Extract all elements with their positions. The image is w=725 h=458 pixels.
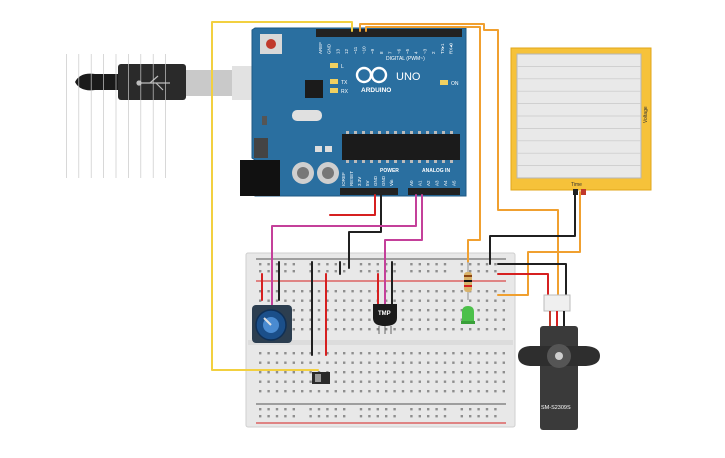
resistor[interactable]: [464, 262, 472, 300]
pin-label: A0: [409, 180, 414, 186]
on-label: ON: [451, 81, 459, 87]
oscilloscope-grid: [66, 54, 641, 178]
led-l: [330, 63, 338, 68]
reset-button-cap: [266, 39, 276, 49]
pin-label: Vin: [389, 179, 394, 186]
power-header: [340, 188, 398, 195]
pin-label: RESET: [349, 171, 354, 186]
pin-label: ~10: [362, 46, 367, 54]
usb-plug-metal: [186, 70, 234, 96]
led-tx-label: TX: [341, 80, 348, 86]
wire-magenta-tmp[interactable]: [384, 194, 423, 307]
atmega-chip: [342, 134, 460, 160]
wire-black-servo[interactable]: [497, 263, 567, 299]
oscilloscope-voltage-label: Voltage: [643, 106, 649, 123]
digital-header: [316, 29, 462, 37]
regulator: [254, 138, 268, 158]
wire-orange-resistor[interactable]: [497, 191, 581, 296]
led-on: [440, 80, 448, 85]
servo-connector: [543, 294, 571, 312]
pin-label: 4: [414, 51, 419, 54]
usb-cable[interactable]: [75, 64, 256, 100]
arduino-brand: ARDUINO: [361, 87, 391, 94]
pin-label: 8: [379, 51, 384, 54]
power-label: POWER: [380, 168, 399, 174]
led-rx: [330, 88, 338, 93]
pin-label: A4: [443, 180, 448, 186]
pin-label: GND: [327, 43, 332, 54]
breadboard-center-channel: [248, 340, 513, 345]
pin-label: ~5: [405, 48, 410, 54]
slide-switch-handle[interactable]: [315, 374, 321, 382]
led-l-label: L: [341, 64, 344, 70]
wire-red-servo[interactable]: [497, 273, 549, 299]
usb-symbol-icon: [136, 75, 170, 91]
pin-label: GND: [373, 175, 378, 186]
pin-label: ~6: [396, 48, 401, 54]
pin-label: ~3: [422, 48, 427, 54]
tmp-sensor-label: TMP: [378, 311, 391, 317]
crystal: [292, 110, 322, 121]
pin-label: GND: [381, 175, 386, 186]
servo-model-label: SM-S2309S: [541, 405, 571, 411]
slide-switch[interactable]: [312, 372, 330, 384]
wire-magenta-pot[interactable]: [271, 194, 417, 313]
temperature-sensor[interactable]: TMP: [373, 304, 397, 334]
servo-motor[interactable]: SM-S2309S: [518, 294, 600, 430]
pin-label: A2: [426, 180, 431, 186]
wire-red-5v[interactable]: [329, 194, 376, 216]
pin-label: A3: [435, 180, 440, 186]
wire-yellow[interactable]: [211, 21, 353, 371]
wire-orange-servo[interactable]: [365, 26, 481, 263]
pin-label: 13: [335, 48, 340, 54]
pin-label: ~9: [370, 48, 375, 54]
digital-label: DIGITAL (PWM~): [386, 56, 425, 62]
led-green[interactable]: [461, 306, 475, 324]
potentiometer[interactable]: [252, 305, 292, 343]
arduino-infinity-logo-icon: [355, 66, 388, 84]
board-model: UNO: [396, 71, 421, 83]
led-rx-label: RX: [341, 89, 349, 95]
pin-label: ~11: [353, 46, 358, 54]
component-tiny-1: [315, 146, 322, 152]
pin-label: RX◂0: [449, 42, 454, 54]
analog-header: [408, 188, 460, 195]
pin-label: IOREF: [341, 172, 346, 186]
pin-label: 5V: [365, 180, 370, 186]
wire-black-gnd[interactable]: [348, 194, 382, 269]
oscilloscope[interactable]: Time Voltage: [66, 47, 652, 195]
atmega-pins: [346, 131, 453, 163]
pin-label: 12: [344, 48, 349, 54]
wire-black-scope[interactable]: [489, 191, 576, 265]
wires[interactable]: [211, 21, 581, 371]
pin-label: AREF: [318, 42, 323, 54]
analog-label: ANALOG IN: [422, 168, 450, 174]
pin-label: A5: [452, 180, 457, 186]
oscilloscope-terminal-positive[interactable]: [581, 189, 586, 195]
component-small: [262, 116, 267, 125]
usb-chip: [305, 80, 323, 98]
component-tiny-2: [325, 146, 332, 152]
pin-label: 7: [388, 51, 393, 54]
pin-label: TX▸1: [440, 43, 445, 54]
power-jack: [240, 160, 280, 196]
led-tx: [330, 79, 338, 84]
wire-orange-scope[interactable]: [359, 23, 559, 299]
oscilloscope-time-label: Time: [571, 182, 582, 188]
pin-label: 2: [431, 51, 436, 54]
pin-label: A1: [418, 180, 423, 186]
pin-label: 3.3V: [357, 177, 362, 186]
